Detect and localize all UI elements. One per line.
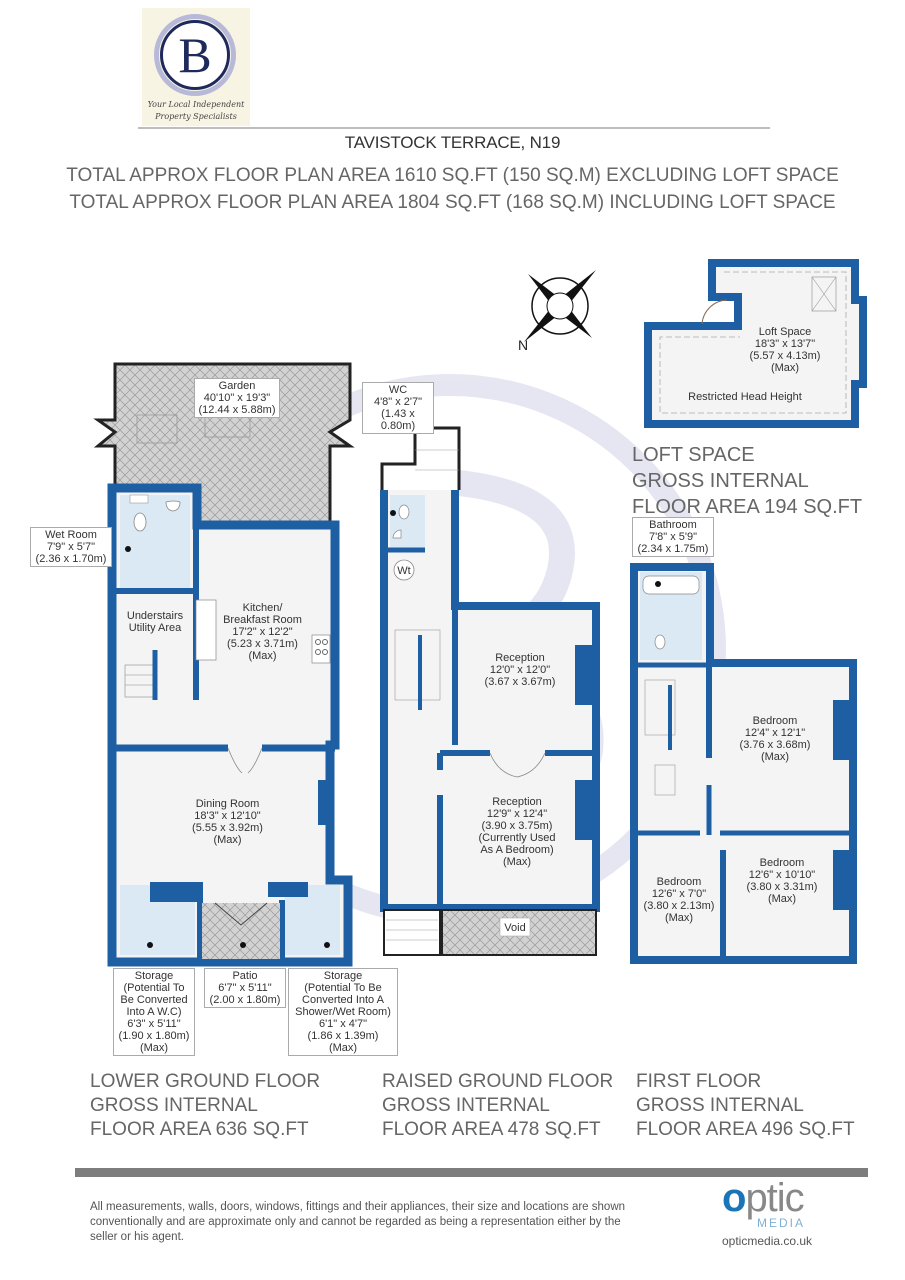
room-label-bedroom-rear: Bedroom 12'4" x 12'1" (3.76 x 3.68m) (Ma…: [739, 715, 811, 763]
lower-ground-floor-plan: [93, 362, 355, 967]
footer-divider: [75, 1168, 868, 1177]
room-label-bedroom-front: Bedroom 12'6" x 10'10" (3.80 x 3.31m) (M…: [746, 857, 818, 905]
caption-lower-ground: LOWER GROUND FLOOR GROSS INTERNAL FLOOR …: [90, 1071, 321, 1140]
disclaimer-text: All measurements, walls, doors, windows,…: [90, 1201, 626, 1243]
room-label-loft: Loft Space 18'3" x 13'7" (5.57 x 4.13m) …: [749, 326, 821, 374]
property-title: TAVISTOCK TERRACE, N19: [344, 133, 561, 152]
room-label-reception-front: Reception 12'9" x 12'4" (3.90 x 3.75m) (…: [478, 796, 556, 868]
room-label-kitchen: Kitchen/ Breakfast Room 17'2" x 12'2" (5…: [223, 602, 302, 662]
logo-letter: B: [178, 27, 212, 83]
loft-plan: [644, 259, 867, 428]
logo-tagline-1: Your Local Independent: [147, 100, 245, 109]
optic-media-sub: MEDIA: [757, 1216, 806, 1230]
water-tank-label: Wt: [397, 565, 410, 577]
caption-loft: LOFT SPACE GROSS INTERNAL FLOOR AREA 194…: [632, 444, 863, 518]
optic-media-logo: optic MEDIA opticmedia.co.uk: [722, 1176, 832, 1262]
compass-north-label: N: [518, 337, 528, 353]
room-label-bathroom: Bathroom 7'8" x 5'9" (2.34 x 1.75m): [632, 517, 714, 557]
room-label-wet-room: Wet Room 7'9" x 5'7" (2.36 x 1.70m): [30, 527, 112, 567]
room-label-dining: Dining Room 18'3" x 12'10" (5.55 x 3.92m…: [192, 798, 263, 846]
area-including-loft: TOTAL APPROX FLOOR PLAN AREA 1804 SQ.FT …: [69, 192, 836, 213]
room-label-storage-left: Storage (Potential To Be Converted Into …: [113, 968, 195, 1056]
logo-tagline-2: Property Specialists: [155, 112, 237, 121]
raised-ground-floor-plan: Wt Void: [380, 426, 600, 956]
caption-raised-ground: RAISED GROUND FLOOR GROSS INTERNAL FLOOR…: [382, 1071, 614, 1140]
room-label-reception-rear: Reception 12'0" x 12'0" (3.67 x 3.67m): [484, 652, 556, 688]
area-excluding-loft: TOTAL APPROX FLOOR PLAN AREA 1610 SQ.FT …: [66, 165, 839, 186]
logo-outer-ring: [154, 14, 236, 96]
optic-wordmark: optic: [722, 1176, 805, 1220]
room-label-garden: Garden 40'10" x 19'3" (12.44 x 5.88m): [194, 378, 280, 418]
room-label-storage-right: Storage (Potential To Be Converted Into …: [288, 968, 398, 1056]
logo-inner-ring: [160, 20, 230, 90]
header-divider: [138, 127, 770, 129]
optic-media-url: opticmedia.co.uk: [722, 1234, 813, 1248]
void-label: Void: [504, 922, 525, 934]
room-label-utility: Understairs Utility Area: [126, 610, 184, 634]
first-floor-plan: [630, 563, 857, 964]
loft-restriction-note: Restricted Head Height: [688, 391, 802, 403]
room-label-patio: Patio 6'7" x 5'11" (2.00 x 1.80m): [204, 968, 286, 1008]
room-label-bedroom-small: Bedroom 12'6" x 7'0" (3.80 x 2.13m) (Max…: [643, 876, 715, 924]
agent-logo: B Your Local Independent Property Specia…: [142, 8, 250, 126]
compass-icon: [524, 270, 596, 342]
caption-first-floor: FIRST FLOOR GROSS INTERNAL FLOOR AREA 49…: [636, 1071, 855, 1140]
room-label-wc: WC 4'8" x 2'7" (1.43 x 0.80m): [362, 382, 434, 434]
